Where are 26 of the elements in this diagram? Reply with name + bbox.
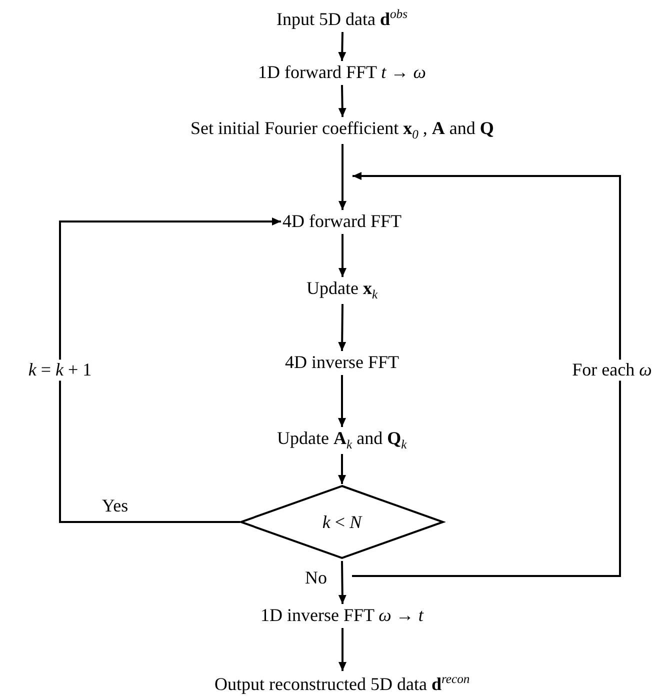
decision-diamond: [240, 485, 444, 559]
arrow: [338, 304, 346, 352]
branch-label: No: [304, 568, 328, 588]
step-text: 1D forward FFT t → ω: [258, 62, 426, 82]
arrow: [338, 375, 346, 427]
step-text: Output reconstructed 5D data d$^{recon}$: [214, 672, 470, 694]
edge-label: k = k + 1: [26, 360, 94, 380]
step-text: Set initial Fourier coefficient x$_{0}$ , A and Q: [190, 118, 494, 142]
arrow: [338, 144, 346, 210]
step-text: 1D inverse FFT ω → t: [260, 604, 424, 626]
arrow: [338, 84, 346, 118]
arrow: [59, 218, 281, 523]
arrow: [338, 32, 346, 62]
arrow: [338, 628, 346, 671]
arrow: [338, 560, 346, 604]
arrow: [338, 454, 346, 484]
branch-label: Yes: [100, 496, 130, 516]
step-text: Update A$_{k}$ and Q$_{k}$: [277, 428, 407, 452]
step-text: Input 5D data d$^{obs}$: [276, 6, 408, 30]
step-text: 4D forward FFT: [282, 210, 402, 232]
arrow: [338, 234, 346, 277]
step-text: Update x$_{k}$: [306, 278, 378, 302]
arrow: [352, 172, 621, 577]
condition-text: k < N: [322, 512, 362, 532]
edge-label: For each ω: [570, 360, 654, 380]
step-text: 4D inverse FFT: [285, 352, 399, 372]
